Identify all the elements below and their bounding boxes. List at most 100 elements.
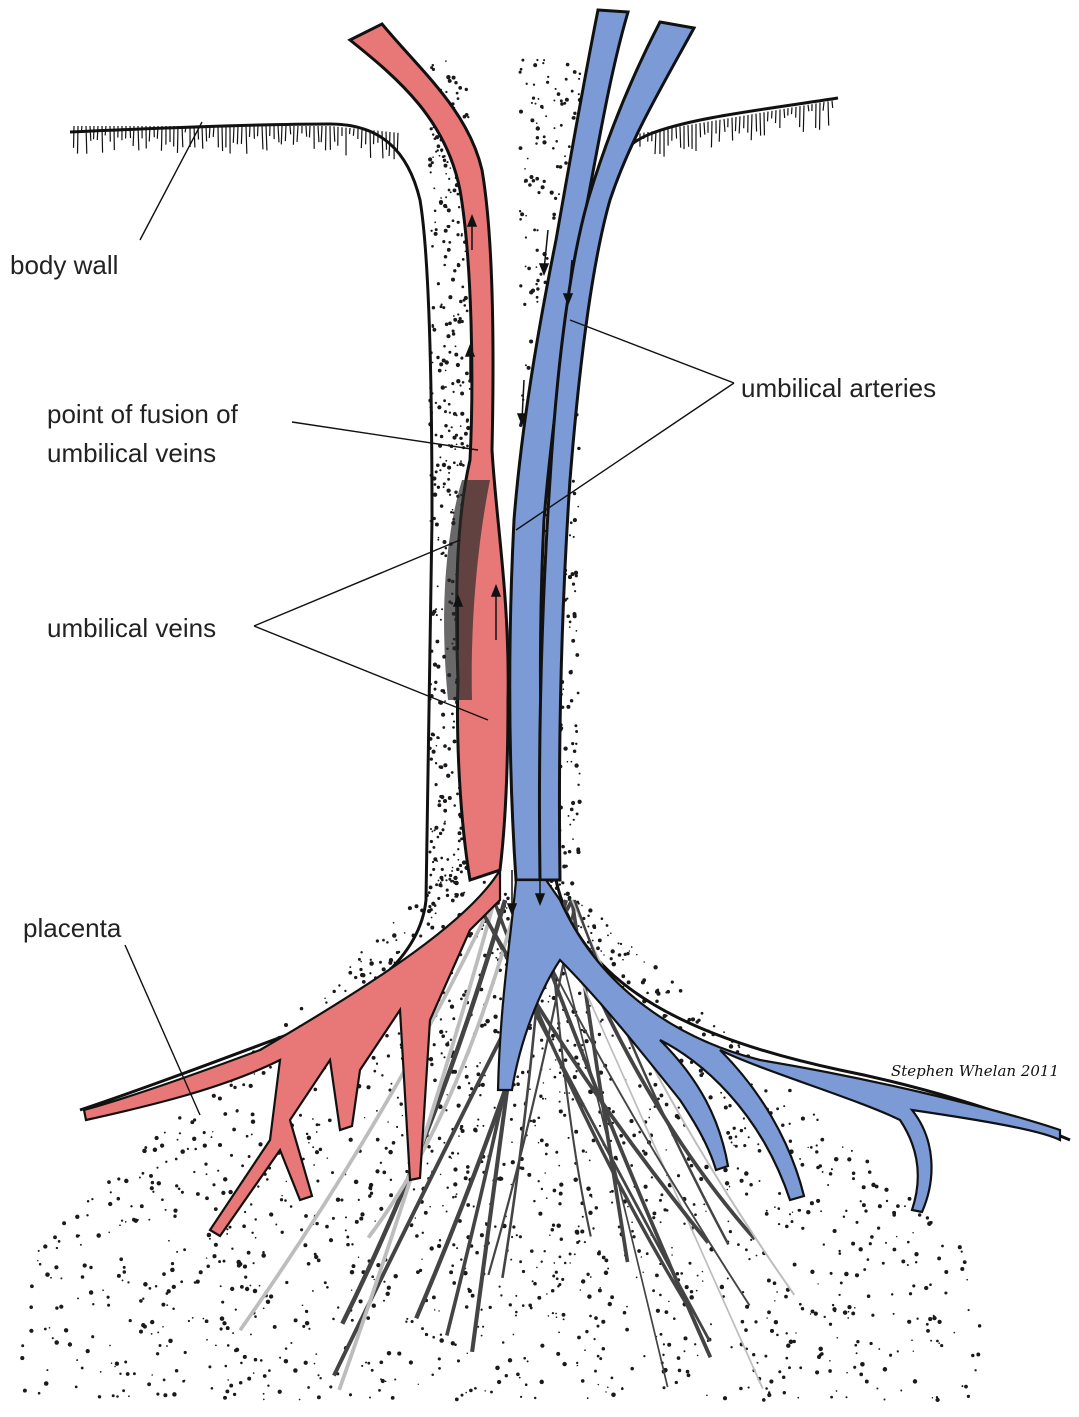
stipple-dot [509, 1303, 512, 1306]
stipple-dot [447, 1041, 449, 1043]
stipple-dot [574, 1055, 578, 1059]
hatch-line [704, 122, 705, 134]
stipple-dot [184, 1351, 187, 1354]
stipple-dot [571, 761, 573, 763]
stipple-dot [533, 84, 535, 86]
stipple-dot [238, 1262, 242, 1266]
stipple-dot [442, 240, 445, 243]
stipple-dot [383, 1300, 385, 1302]
stipple-dot [482, 1125, 484, 1127]
stipple-dot [914, 1252, 918, 1256]
stipple-dot [454, 81, 457, 84]
stipple-dot [429, 1206, 431, 1208]
stipple-dot [527, 366, 531, 370]
stipple-dot [671, 981, 674, 984]
hatch-line [138, 126, 139, 150]
stipple-dot [499, 1286, 501, 1288]
stipple-dot [441, 828, 444, 831]
stipple-dot [431, 917, 433, 919]
stipple-dot [432, 362, 434, 364]
stipple-dot [438, 1310, 439, 1311]
stipple-dot [560, 124, 563, 127]
stipple-dot [451, 426, 453, 428]
stipple-dot [570, 881, 574, 885]
stipple-dot [963, 1260, 967, 1264]
stipple-dot [161, 1198, 164, 1201]
stipple-dot [175, 1369, 179, 1373]
stipple-dot [299, 1114, 302, 1117]
stipple-dot [124, 1179, 128, 1183]
stipple-dot [720, 1092, 722, 1094]
stipple-dot [663, 1208, 666, 1211]
stipple-dot [430, 1150, 433, 1153]
stipple-dot [442, 155, 445, 158]
stipple-dot [157, 1331, 159, 1333]
stipple-dot [536, 122, 538, 124]
stipple-dot [227, 1344, 230, 1347]
stipple-dot [731, 1141, 733, 1143]
stipple-dot [926, 1216, 929, 1219]
stipple-dot [307, 1136, 311, 1140]
stipple-dot [369, 1183, 373, 1187]
stipple-dot [465, 1075, 469, 1079]
stipple-dot [686, 1370, 690, 1374]
stipple-dot [459, 437, 462, 440]
stipple-dot [437, 282, 440, 285]
stipple-dot [312, 1146, 314, 1148]
hatch-line [823, 102, 824, 111]
label-point-of-fusion-line1: point of fusion of [47, 397, 238, 431]
stipple-dot [263, 1393, 265, 1395]
stipple-dot [578, 925, 580, 927]
stipple-dot [436, 614, 438, 616]
stipple-dot [29, 1329, 33, 1333]
stipple-dot [505, 1374, 508, 1377]
stipple-dot [246, 1135, 249, 1138]
stipple-dot [536, 279, 539, 282]
stipple-dot [577, 1365, 579, 1367]
stipple-dot [523, 1357, 526, 1360]
stipple-dot [77, 1297, 79, 1299]
stipple-dot [459, 300, 463, 304]
stipple-dot [536, 136, 539, 139]
stipple-dot [361, 1365, 363, 1367]
stipple-dot [254, 1073, 256, 1075]
hatch-line [209, 126, 210, 138]
stipple-dot [846, 1396, 848, 1398]
stipple-dot [278, 1390, 282, 1394]
stipple-dot [373, 1279, 374, 1280]
stipple-dot [448, 472, 450, 474]
stipple-dot [107, 1296, 110, 1299]
stipple-dot [525, 236, 527, 238]
stipple-dot [520, 1396, 522, 1398]
stipple-dot [205, 1196, 209, 1200]
stipple-dot [810, 1201, 814, 1205]
stipple-dot [536, 287, 539, 290]
stipple-dot [436, 149, 438, 151]
stipple-dot [574, 571, 578, 575]
stipple-dot [703, 1203, 705, 1205]
stipple-dot [166, 1345, 168, 1347]
stipple-dot [446, 225, 449, 228]
stipple-dot [227, 1379, 229, 1381]
stipple-dot [466, 445, 469, 448]
stipple-dot [795, 1332, 797, 1334]
stipple-dot [915, 1261, 917, 1263]
stipple-dot [432, 610, 436, 614]
stipple-dot [441, 608, 443, 610]
stipple-dot [729, 1044, 733, 1048]
stipple-dot [267, 1385, 269, 1387]
stipple-dot [434, 829, 436, 831]
stipple-dot [671, 1254, 673, 1256]
stipple-dot [665, 1149, 667, 1151]
stipple-dot [735, 1135, 738, 1138]
stipple-dot [139, 1299, 143, 1303]
stipple-dot [936, 1340, 939, 1343]
stipple-dot [243, 1265, 247, 1269]
stipple-dot [453, 1182, 457, 1186]
stipple-dot [319, 1377, 321, 1379]
stipple-dot [611, 1393, 616, 1398]
stipple-dot [450, 1039, 452, 1041]
stipple-dot [513, 1334, 515, 1336]
hatch-line [751, 114, 752, 140]
